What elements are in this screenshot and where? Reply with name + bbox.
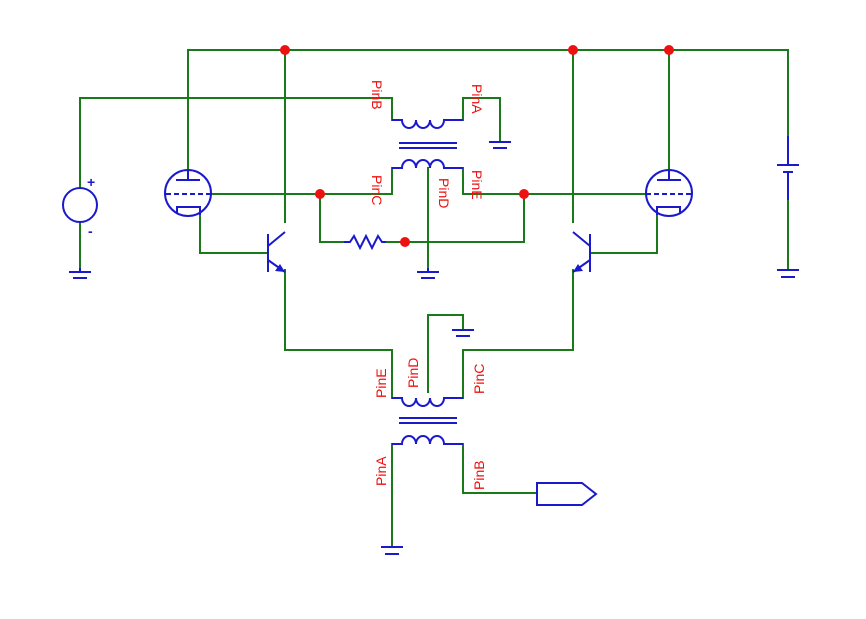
tube-plate xyxy=(657,170,681,181)
pin-label-e: PinE xyxy=(373,368,389,398)
pin-label-d: PinD xyxy=(405,358,421,388)
vacuum-tube-left xyxy=(164,169,212,217)
ground-icon xyxy=(417,268,439,279)
junction-dot xyxy=(664,45,674,55)
junction-dot xyxy=(519,189,529,199)
transistor-collector xyxy=(267,231,286,247)
transistor-emitter-arrow xyxy=(275,264,285,272)
transistor-emitter-arrow xyxy=(573,264,583,272)
wire-left-cathode-base xyxy=(199,214,267,254)
wire-source-to-pinb xyxy=(79,97,393,189)
transistor-right xyxy=(572,231,591,273)
pin-label-a: PinA xyxy=(373,456,389,486)
tube-plate xyxy=(176,170,200,181)
wire-left-grid-node xyxy=(211,167,393,195)
ground-icon xyxy=(452,329,474,337)
ground-icon xyxy=(381,546,403,555)
transformer-primary-coil xyxy=(392,397,463,407)
resistor xyxy=(344,233,386,251)
transformer-top: PinB PinA PinC PinD PinE xyxy=(369,80,485,208)
ground-icon xyxy=(777,269,799,278)
transformer-bottom: PinE PinD PinC PinA PinB xyxy=(373,358,487,490)
wire-right-grid-node xyxy=(462,167,647,195)
junction-dot xyxy=(400,237,410,247)
wire-left-node-down xyxy=(319,193,345,243)
wire-left-emitter-pine xyxy=(284,269,393,399)
ground-icon xyxy=(489,141,511,149)
wires xyxy=(79,49,789,546)
wire-right-emitter-pinc xyxy=(462,269,574,399)
battery xyxy=(777,136,799,200)
wire-bottom-pinb-output xyxy=(462,443,538,494)
voltage-source-minus: - xyxy=(88,223,93,239)
junctions xyxy=(280,45,674,247)
tube-cathode xyxy=(176,206,201,215)
wire-right-cathode-base xyxy=(591,214,658,254)
wire-pind-bottom-ground xyxy=(427,314,464,393)
transistor-left xyxy=(267,231,286,273)
pin-label-d: PinD xyxy=(436,178,452,208)
output-port-shape xyxy=(536,482,598,506)
vacuum-tube-right xyxy=(645,169,693,217)
junction-dot xyxy=(315,189,325,199)
output-port xyxy=(536,482,598,506)
pin-label-b: PinB xyxy=(369,80,385,110)
grounds xyxy=(69,141,799,555)
pin-label-c: PinC xyxy=(369,175,385,205)
transformer-primary-coil xyxy=(392,119,463,129)
pin-label-c: PinC xyxy=(471,364,487,394)
pin-label-a: PinA xyxy=(469,84,485,114)
voltage-source-plus: + xyxy=(87,174,95,190)
pin-label-b: PinB xyxy=(471,460,487,490)
transformer-secondary-coil xyxy=(392,435,463,445)
junction-dot xyxy=(280,45,290,55)
resistor-zigzag xyxy=(344,233,386,251)
transistor-collector xyxy=(572,231,591,247)
pin-label-e: PinE xyxy=(469,170,485,200)
wire-pina-ground xyxy=(462,97,501,143)
transformer-secondary-coil xyxy=(392,159,463,169)
tube-cathode xyxy=(656,206,681,215)
ground-icon xyxy=(69,268,91,279)
junction-dot xyxy=(568,45,578,55)
voltage-source: + - xyxy=(62,174,98,239)
voltage-source-body xyxy=(62,187,98,223)
